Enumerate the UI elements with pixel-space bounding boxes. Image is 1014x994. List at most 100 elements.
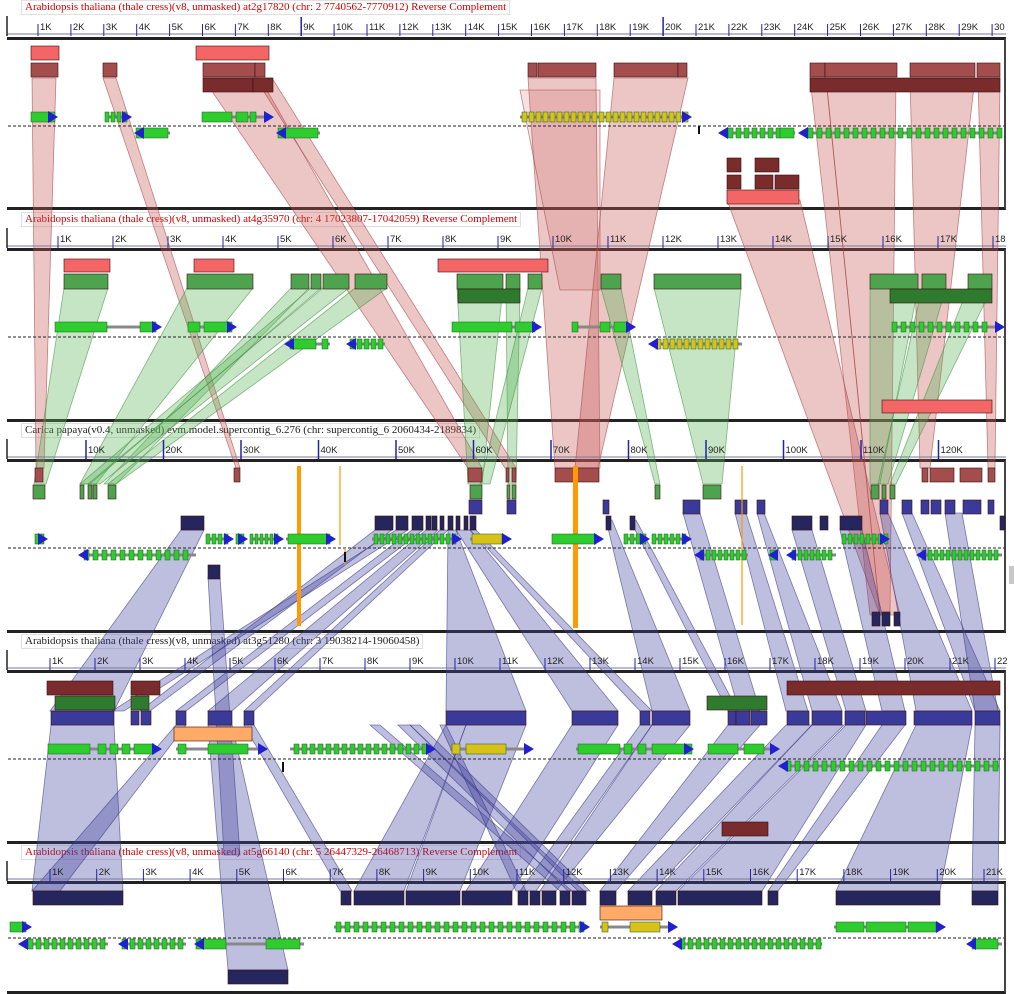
ruler-tick-label: 1K xyxy=(52,867,64,878)
ruler-tick-label: 5K xyxy=(280,234,292,245)
ruler-tick-label: 12K xyxy=(547,656,565,667)
hsp-block xyxy=(809,77,1001,93)
gene-exon xyxy=(321,338,329,350)
ruler-tick-label: 11K xyxy=(502,656,519,667)
gene-exon xyxy=(235,111,249,123)
gene-exon xyxy=(906,127,913,139)
hsp-block xyxy=(207,564,221,580)
hsp-block xyxy=(527,62,538,78)
gene-arrow xyxy=(502,533,512,545)
ruler-tick-label: 30K xyxy=(243,445,261,456)
ruler-tick-label: 6K xyxy=(277,656,289,667)
gene-exon xyxy=(884,760,891,772)
ruler-tick-label: 18 xyxy=(995,234,1006,245)
hsp-block xyxy=(870,484,880,500)
ruler-tick-label: 16K xyxy=(534,22,552,33)
gene-exon xyxy=(993,549,999,561)
hsp-block xyxy=(425,515,432,531)
hsp-block xyxy=(469,484,483,500)
gene-exon xyxy=(119,549,126,561)
hsp-block xyxy=(921,273,947,290)
gene-exon xyxy=(865,921,907,933)
gene-model xyxy=(346,338,385,350)
hsp-block xyxy=(254,62,266,78)
ruler-tick-label: 12K xyxy=(665,234,683,245)
gene-exon xyxy=(951,549,957,561)
ruler-tick-label: 15K xyxy=(682,656,700,667)
gene-arrow xyxy=(640,533,650,545)
gene-exon xyxy=(524,921,531,933)
gene-exon xyxy=(915,127,922,139)
gene-exon xyxy=(344,921,351,933)
gene-exon xyxy=(797,549,803,561)
gene-exon xyxy=(981,549,987,561)
gene-exon xyxy=(741,549,747,561)
gene-exon xyxy=(996,127,1003,139)
marker-line xyxy=(573,466,578,628)
gene-exon xyxy=(839,760,846,772)
gene-model xyxy=(672,938,822,950)
ruler-tick-label: 90K xyxy=(708,445,726,456)
gene-exon xyxy=(551,921,558,933)
ruler-tick-label: 14K xyxy=(637,656,655,667)
gene-exon xyxy=(830,760,837,772)
hsp-block xyxy=(506,499,517,515)
gene-exon xyxy=(110,111,116,123)
gene-exon xyxy=(584,111,591,123)
gene-arrow xyxy=(532,321,542,333)
gene-exon xyxy=(918,321,925,333)
gene-exon xyxy=(601,921,609,933)
gene-exon xyxy=(812,760,819,772)
gene-arrow xyxy=(995,321,1005,333)
hsp-block xyxy=(627,890,653,906)
hsp-block xyxy=(754,157,780,173)
gene-exon xyxy=(654,111,661,123)
gene-exon xyxy=(613,321,629,333)
gene-exon xyxy=(865,533,871,545)
gene-exon xyxy=(97,743,107,755)
gene-exon xyxy=(363,338,370,350)
hsp-block xyxy=(87,484,93,500)
gene-exon xyxy=(301,743,308,755)
hsp-block xyxy=(92,484,98,500)
ruler-tick-label: 25K xyxy=(830,22,848,33)
gene-model xyxy=(286,533,336,545)
track-title[interactable]: Arabidopsis thaliana (thale cress)(v8, u… xyxy=(21,0,511,15)
ruler-tick-label: 14K xyxy=(468,22,486,33)
hsp-block xyxy=(727,710,737,726)
gene-exon xyxy=(605,111,612,123)
ruler-tick-label: 1K xyxy=(52,656,64,667)
gene-exon xyxy=(259,533,264,545)
gene-model xyxy=(651,533,692,545)
gene-exon xyxy=(841,533,847,545)
ruler-tick-label: 22K xyxy=(731,22,749,33)
hsp-block xyxy=(506,484,511,500)
ruler-tick-label: 70K xyxy=(553,445,571,456)
gene-exon xyxy=(385,533,391,545)
gene-exon xyxy=(389,743,396,755)
hsp-block xyxy=(456,273,504,290)
scroll-handle[interactable] xyxy=(1009,566,1014,584)
gene-exon xyxy=(711,338,718,350)
gene-exon xyxy=(333,743,340,755)
gene-exon xyxy=(827,549,833,561)
gene-arrow xyxy=(668,921,678,933)
gene-exon xyxy=(371,921,378,933)
gene-exon xyxy=(109,743,119,755)
hsp-block xyxy=(310,273,322,290)
gene-exon xyxy=(725,338,732,350)
gene-exon xyxy=(861,127,868,139)
gene-exon xyxy=(293,743,300,755)
gene-exon xyxy=(451,321,513,333)
hsp-block xyxy=(819,515,829,531)
gene-exon xyxy=(451,743,461,755)
ruler-tick-label: 20K xyxy=(166,445,184,456)
gene-arrow xyxy=(798,127,808,139)
hsp-block xyxy=(130,680,161,696)
gene-arrow xyxy=(194,938,204,950)
ruler-tick-label: 10K xyxy=(472,867,490,878)
hsp-block xyxy=(322,273,350,290)
gene-exon xyxy=(59,938,66,950)
hsp-block xyxy=(437,258,549,273)
gene-exon xyxy=(407,921,414,933)
